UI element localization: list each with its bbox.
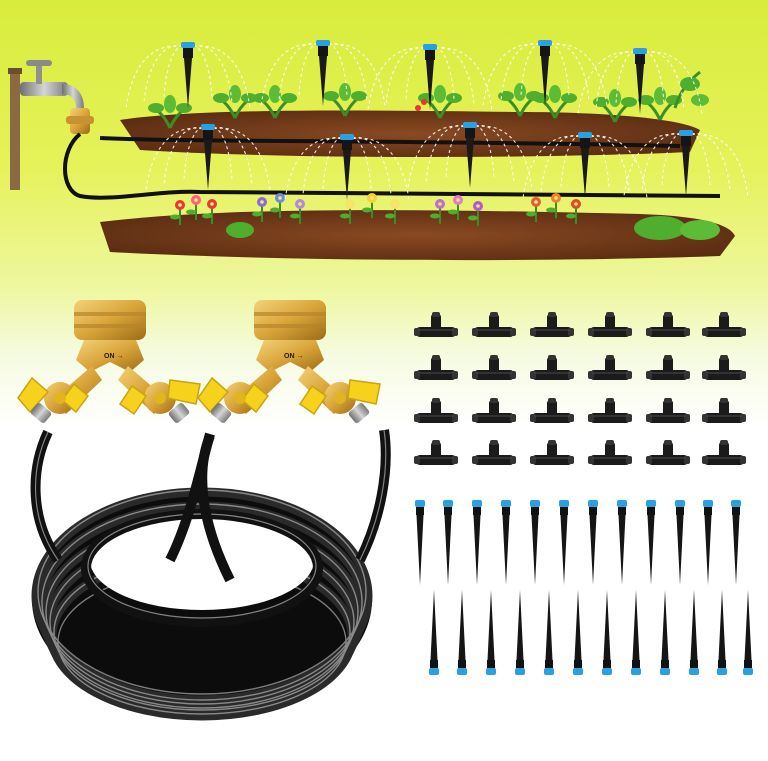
tee-connector-icon xyxy=(472,398,516,423)
drip-stake-icon xyxy=(544,590,554,675)
tee-connector-icon xyxy=(702,440,746,465)
tee-connector-icon xyxy=(414,398,458,423)
drip-stake-icon xyxy=(646,500,656,585)
drip-stake-icon xyxy=(631,590,641,675)
drip-stake-icon xyxy=(602,590,612,675)
drip-stake-icon xyxy=(573,590,583,675)
tee-connector-icon xyxy=(414,440,458,465)
tee-connector-icon xyxy=(646,440,690,465)
tee-connector-icon xyxy=(530,398,574,423)
tee-connector-icon xyxy=(472,355,516,380)
tee-connector-icon xyxy=(588,312,632,337)
y-splitter-valve-icon: ON → xyxy=(17,300,201,423)
tee-connector-icon xyxy=(702,355,746,380)
drip-stake-icon xyxy=(731,500,741,585)
drip-stakes xyxy=(415,500,753,675)
tee-connector-icon xyxy=(588,440,632,465)
drip-stake-icon xyxy=(717,590,727,675)
drip-stake-icon xyxy=(689,590,699,675)
faucet-icon xyxy=(20,60,94,134)
drip-stake-icon xyxy=(486,590,496,675)
tee-connector-icon xyxy=(702,312,746,337)
valve-marking: ON → xyxy=(104,353,123,360)
tee-connectors xyxy=(414,312,746,465)
tee-connector-icon xyxy=(530,312,574,337)
drip-stake-icon xyxy=(429,590,439,675)
drip-stake-icon xyxy=(588,500,598,585)
drip-stake-icon xyxy=(675,500,685,585)
tee-connector-icon xyxy=(472,312,516,337)
drip-stake-icon xyxy=(443,500,453,585)
tee-connector-icon xyxy=(414,312,458,337)
drip-stake-icon xyxy=(457,590,467,675)
drip-stake-icon xyxy=(660,590,670,675)
tee-connector-icon xyxy=(646,312,690,337)
drip-stake-icon xyxy=(501,500,511,585)
tee-connector-icon xyxy=(530,355,574,380)
drip-stake-icon xyxy=(559,500,569,585)
tee-connector-icon xyxy=(588,398,632,423)
tee-connector-icon xyxy=(646,398,690,423)
drip-stake-icon xyxy=(743,590,753,675)
valve-marking: ON → xyxy=(284,353,303,360)
drip-stake-icon xyxy=(515,590,525,675)
drip-stake-icon xyxy=(617,500,627,585)
garden-scene xyxy=(8,40,749,261)
drip-stake-icon xyxy=(703,500,713,585)
garden-post xyxy=(10,70,20,190)
tee-connector-icon xyxy=(646,355,690,380)
tee-connector-icon xyxy=(530,440,574,465)
drip-stake-icon xyxy=(530,500,540,585)
y-splitter-valve-icon: ON → xyxy=(197,300,381,423)
coiled-tubing xyxy=(30,429,391,721)
tee-connector-icon xyxy=(588,355,632,380)
tee-connector-icon xyxy=(472,440,516,465)
tee-connector-icon xyxy=(702,398,746,423)
drip-stake-icon xyxy=(472,500,482,585)
tee-connector-icon xyxy=(414,355,458,380)
drip-stake-icon xyxy=(415,500,425,585)
